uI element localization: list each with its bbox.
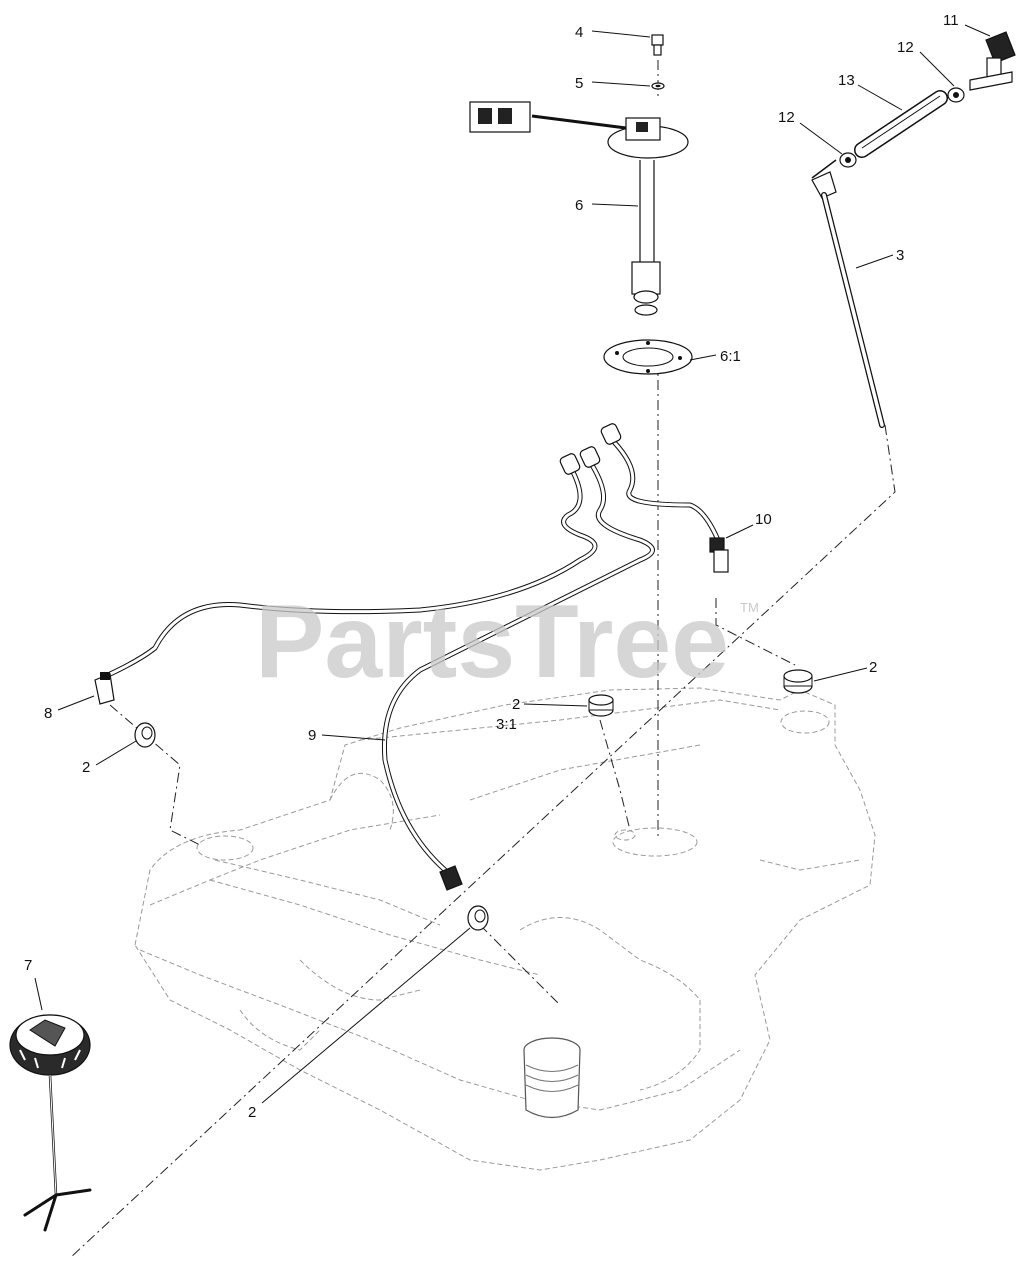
valve-part-11[interactable]: [969, 31, 1016, 91]
grommet-part-2-right[interactable]: [783, 669, 813, 694]
callout-12-left: 12: [778, 109, 795, 126]
callout-3: 3: [896, 247, 904, 264]
callout-5: 5: [575, 75, 583, 92]
fuel-sender-part-6[interactable]: [469, 101, 689, 316]
callout-labels: 4 5 6 6:1 3 11 12 13 12 10 2 2 3:1 8 2 9…: [24, 12, 959, 1121]
grommet-part-2-bottom[interactable]: [467, 905, 489, 931]
grommet-part-2-mid[interactable]: [588, 694, 614, 717]
partstree-watermark: PartsTree TM: [255, 584, 759, 700]
callout-8: 8: [44, 705, 52, 722]
callout-6-1: 6:1: [720, 348, 741, 365]
callout-9: 9: [308, 727, 316, 744]
quick-connect-1: [559, 453, 581, 475]
callout-4: 4: [575, 24, 583, 41]
callout-13: 13: [838, 72, 855, 89]
callout-2-mid: 2: [512, 696, 520, 713]
hose-part-13[interactable]: [854, 90, 948, 158]
callout-2-left: 2: [82, 759, 90, 776]
watermark-tm: TM: [740, 600, 759, 615]
callout-3-1: 3:1: [496, 716, 517, 733]
washer-part-5[interactable]: [651, 82, 665, 90]
elbow-fitting-part-8[interactable]: [94, 672, 115, 705]
clamp-part-12-left[interactable]: [839, 152, 857, 168]
pickup-tube-part-3[interactable]: [811, 159, 885, 428]
fuel-line-assembly-part-9[interactable]: [105, 422, 721, 891]
screw-part-4[interactable]: [651, 34, 664, 56]
clamp-part-12-top[interactable]: [947, 87, 965, 103]
callout-11: 11: [943, 12, 959, 29]
fuel-cap-part-7[interactable]: [9, 1014, 92, 1232]
left-port: [196, 835, 254, 861]
callout-2-right: 2: [869, 659, 877, 676]
quick-connect-2: [579, 446, 601, 468]
fuel-tank: [134, 687, 876, 1171]
elbow-fitting-part-10[interactable]: [709, 537, 729, 573]
watermark-text: PartsTree: [255, 584, 729, 700]
grommet-part-2-left[interactable]: [134, 722, 156, 748]
gasket-part-6-1[interactable]: [603, 339, 693, 375]
leader-lines: [34, 24, 991, 1104]
filler-neck: [523, 1037, 581, 1119]
quick-connect-3: [600, 423, 622, 445]
callout-6: 6: [575, 197, 583, 214]
callout-12-top: 12: [897, 39, 914, 56]
callout-2-bottom: 2: [248, 1104, 256, 1121]
sender-port: [612, 827, 698, 857]
callout-10: 10: [755, 511, 772, 528]
vent-port: [780, 710, 830, 734]
callout-7: 7: [24, 957, 32, 974]
